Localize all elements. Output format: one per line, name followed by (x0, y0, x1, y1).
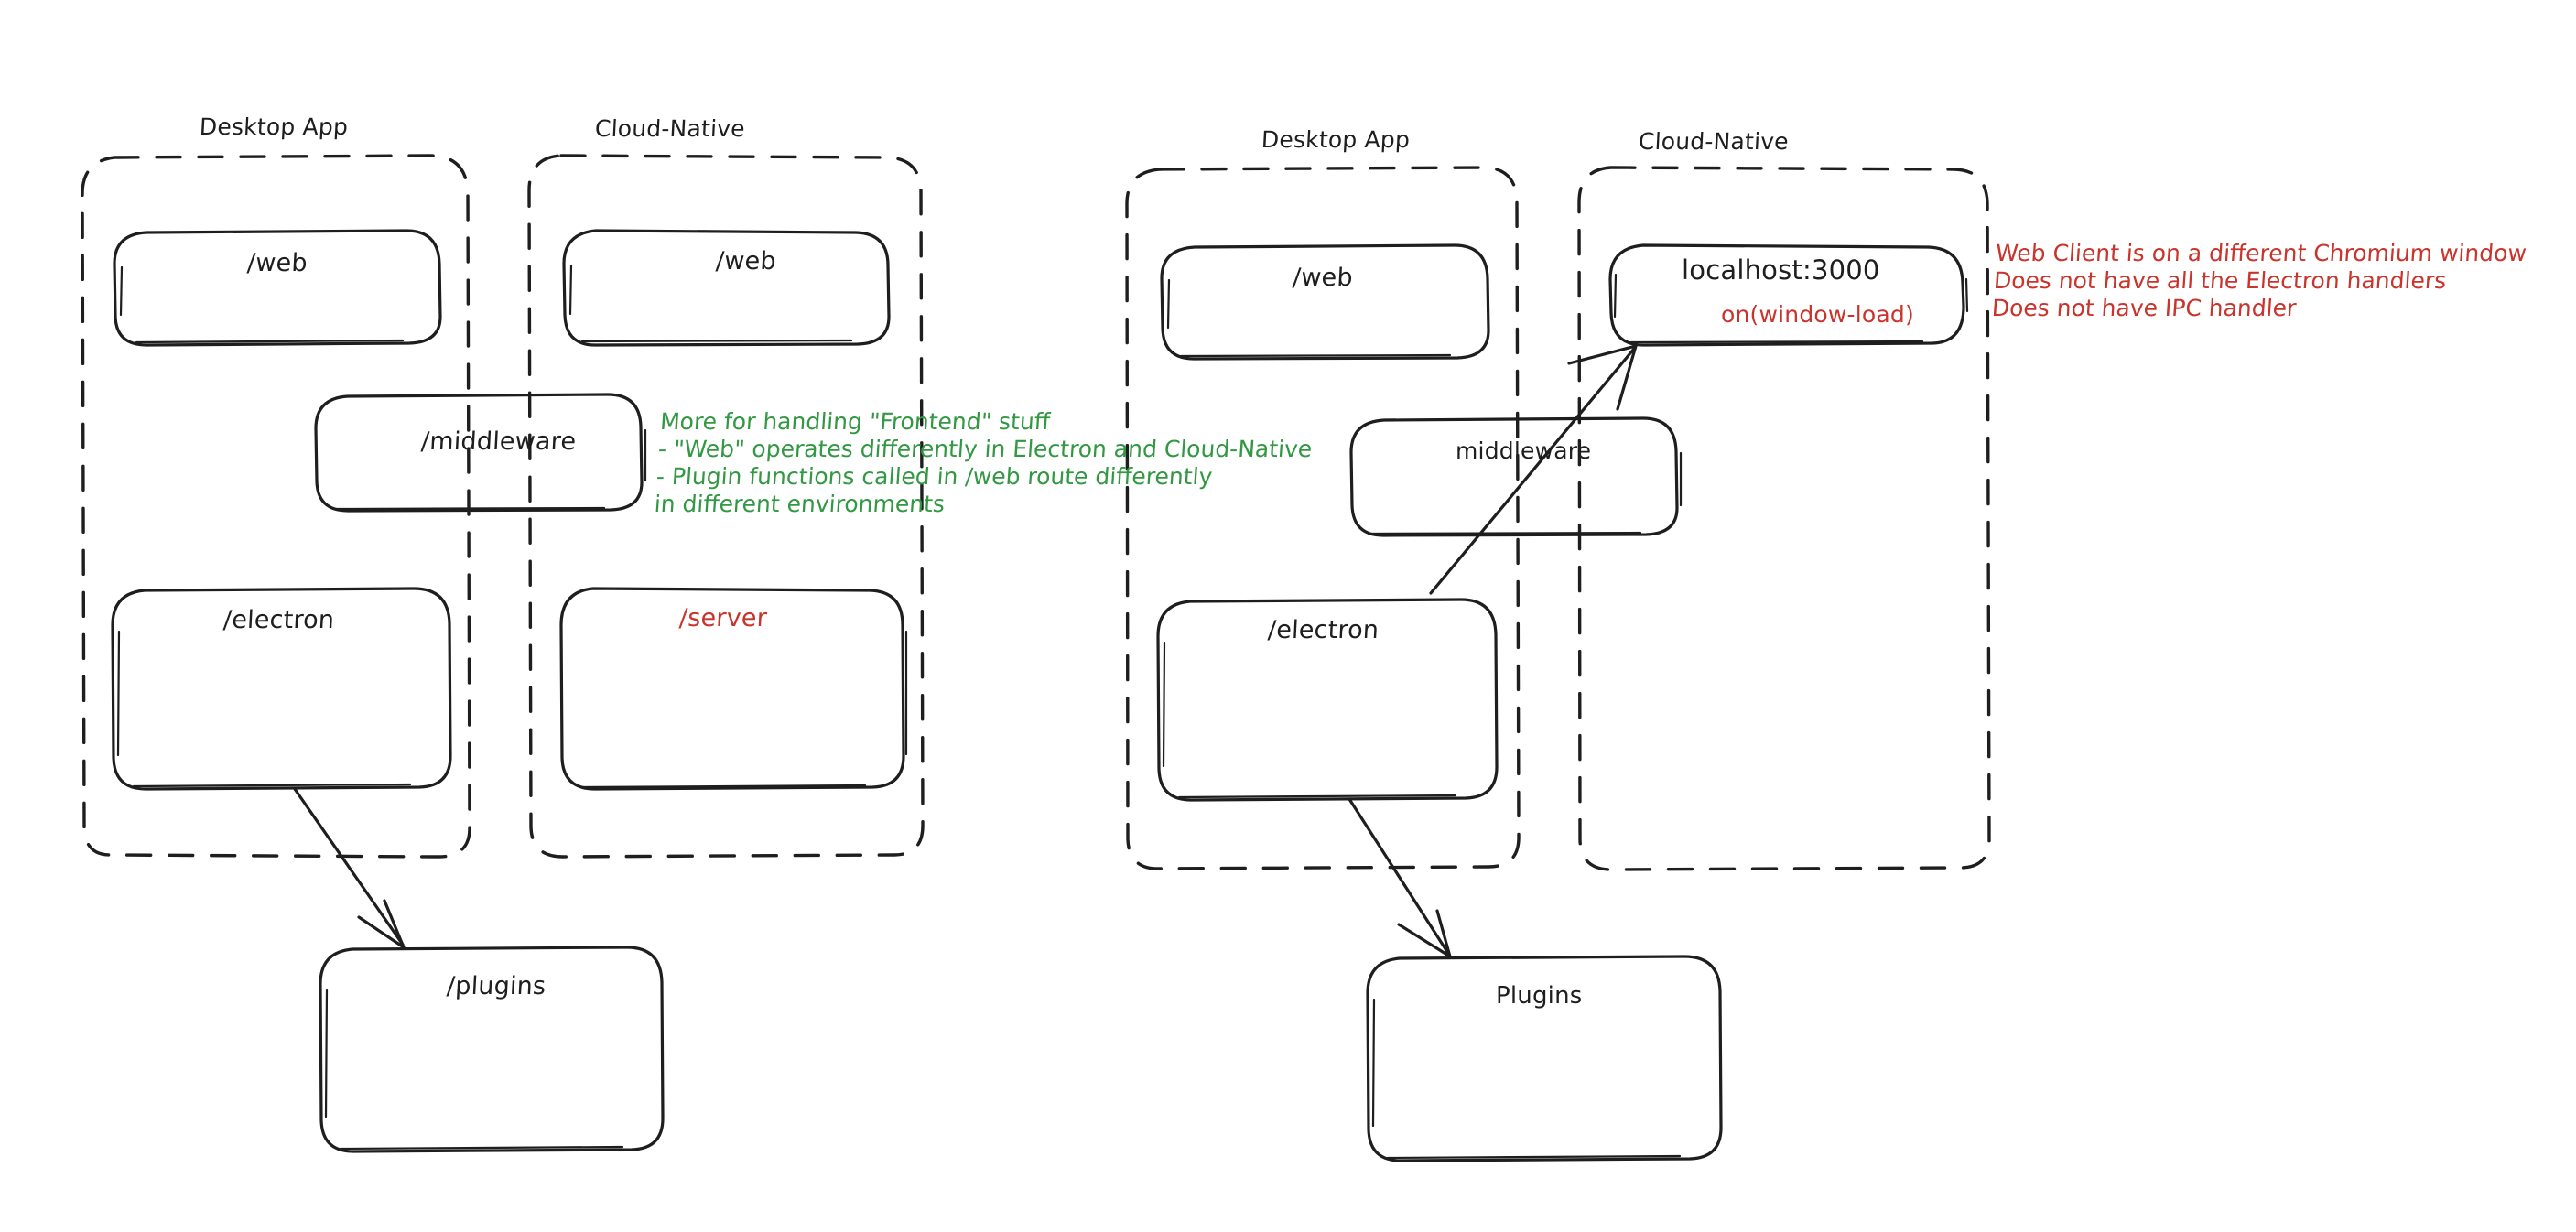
node-label-right-electron: /electron (1267, 616, 1380, 644)
node-label-left-middleware: /middleware (420, 427, 578, 456)
node-label-left-server: /server (678, 604, 768, 632)
node-label-left-electron: /electron (222, 606, 336, 634)
group-left-desktop-app (81, 154, 471, 859)
annotation-frontend-note: More for handling "Frontend" stuff - "We… (653, 408, 1314, 517)
node-left-web-desktop (113, 229, 442, 347)
node-label-right-localhost: localhost:3000 (1682, 254, 1880, 286)
node-left-server (559, 587, 908, 791)
node-left-plugins (319, 946, 665, 1153)
group-label-right-cloud-native: Cloud-Native (1638, 128, 1790, 155)
group-label-right-desktop-app: Desktop App (1261, 126, 1411, 153)
node-label-left-plugins: /plugins (446, 972, 547, 1000)
node-right-localhost (1608, 243, 1969, 347)
edge-right-electron-to-plugins (1348, 797, 1452, 958)
node-left-web-cloud (562, 229, 891, 347)
node-right-web (1160, 243, 1490, 361)
node-right-electron (1156, 598, 1499, 802)
node-label-left-web-cloud: /web (715, 247, 777, 276)
node-label-right-plugins: Plugins (1496, 982, 1583, 1010)
group-right-cloud-native (1577, 166, 1991, 871)
node-label-right-middleware: middleware (1456, 438, 1592, 464)
annotation-web-client-note: Web Client is on a different Chromium wi… (1990, 240, 2527, 321)
node-left-middleware (314, 393, 647, 513)
node-right-middleware (1349, 416, 1683, 537)
node-label-left-web-desktop: /web (246, 249, 308, 277)
node-right-plugins (1366, 955, 1723, 1162)
edge-left-electron-to-plugins (293, 787, 406, 949)
edge-right-electron-to-localhost (1429, 344, 1638, 595)
group-label-left-cloud-native: Cloud-Native (594, 115, 746, 142)
group-label-left-desktop-app: Desktop App (199, 113, 349, 140)
node-sublabel-right-localhost-on-window-load: on(window-load) (1721, 301, 1914, 328)
node-label-right-web: /web (1292, 264, 1354, 292)
group-right-desktop-app (1125, 166, 1521, 870)
group-left-cloud-native (527, 154, 925, 859)
node-left-electron (111, 587, 452, 791)
